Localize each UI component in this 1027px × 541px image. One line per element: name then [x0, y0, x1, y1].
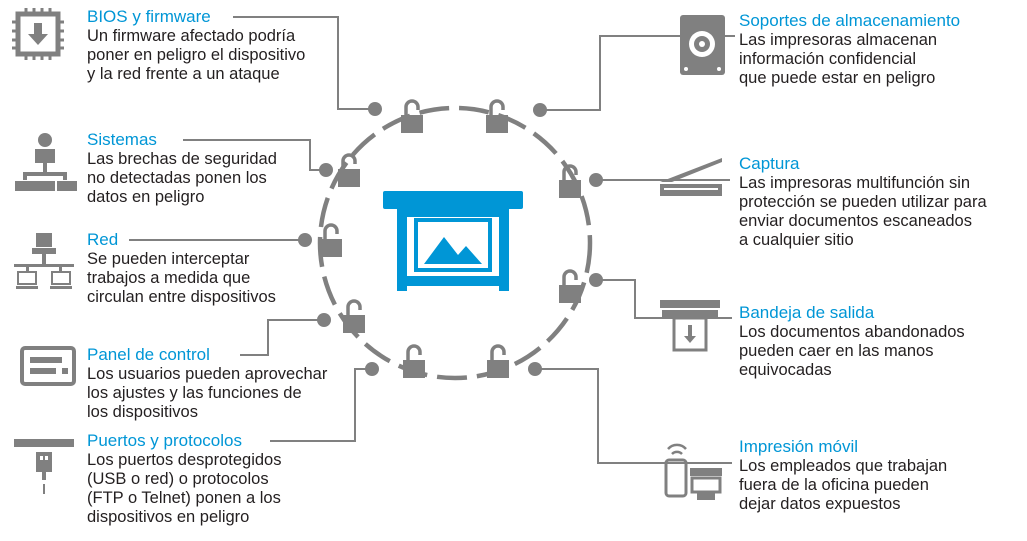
dot-sistemas: [319, 163, 333, 177]
lock-icon: [401, 344, 427, 380]
dot-movil: [528, 362, 542, 376]
item-title: Soportes de almacenamiento: [739, 11, 961, 30]
chip-download-icon: [12, 8, 64, 60]
dot-red: [298, 233, 312, 247]
item-bandeja: Bandeja de salida Los documentos abandon…: [739, 303, 965, 380]
security-ring: [317, 105, 593, 381]
lock-icon: [341, 299, 367, 335]
large-format-printer-icon: [383, 191, 523, 291]
connector-puertos: [270, 368, 372, 442]
item-title: Captura: [739, 154, 800, 173]
lock-icon: [318, 223, 344, 259]
item-title: Panel de control: [87, 345, 210, 364]
item-description: Las impresoras almacenan información con…: [739, 31, 938, 87]
lock-icon: [485, 344, 511, 380]
item-panel: Panel de control Los usuarios pueden apr…: [87, 345, 327, 422]
lock-icon: [399, 99, 425, 135]
item-description: Los puertos desprotegidos (USB o red) o …: [87, 451, 282, 526]
mobile-print-icon: [664, 443, 722, 500]
dot-panel: [317, 313, 331, 327]
connector-sistemas: [183, 139, 326, 171]
item-title: BIOS y firmware: [87, 7, 211, 26]
item-description: Los empleados que trabajan fuera de la o…: [739, 457, 948, 513]
item-captura: Captura Las impresoras multifunción sin …: [739, 154, 987, 250]
item-description: Los usuarios pueden aprovechar los ajust…: [87, 365, 328, 421]
output-tray-icon: [660, 300, 720, 352]
item-description: Las impresoras multifunción sin protecci…: [739, 174, 987, 249]
dot-bios: [368, 102, 382, 116]
item-movil: Impresión móvil Los empleados que trabaj…: [739, 437, 947, 514]
network-icon: [14, 233, 74, 289]
dot-almacenamiento: [533, 103, 547, 117]
scanner-icon: [660, 158, 722, 196]
lock-icon: [484, 99, 510, 135]
dot-bandeja: [589, 273, 603, 287]
connector-movil: [535, 368, 732, 464]
item-title: Red: [87, 230, 119, 249]
connector-dots: [298, 102, 603, 376]
lock-icon: [557, 269, 583, 305]
item-bios: BIOS y firmware Un firmware afectado pod…: [87, 7, 305, 84]
dot-captura: [589, 173, 603, 187]
usb-port-icon: [14, 439, 74, 494]
item-description: Un firmware afectado podría poner en pel…: [87, 27, 306, 83]
item-description: Las brechas de seguridad no detectadas p…: [87, 150, 277, 206]
item-title: Bandeja de salida: [739, 303, 875, 322]
item-description: Se pueden interceptar trabajos a medida …: [87, 250, 276, 306]
dot-puertos: [365, 362, 379, 376]
item-sistemas: Sistemas Las brechas de seguridad no det…: [87, 130, 277, 207]
item-almacenamiento: Soportes de almacenamiento Las impresora…: [739, 11, 960, 88]
org-chart-icon: [15, 133, 77, 191]
item-description: Los documentos abandonados pueden caer e…: [739, 323, 965, 379]
item-red: Red Se pueden interceptar trabajos a med…: [87, 230, 276, 307]
item-title: Impresión móvil: [739, 437, 859, 456]
connector-bios: [233, 16, 375, 110]
control-panel-icon: [20, 346, 76, 386]
hard-drive-icon: [680, 15, 725, 75]
item-title: Puertos y protocolos: [87, 431, 242, 450]
connector-panel: [240, 319, 324, 356]
lock-icon: [336, 153, 362, 189]
connector-almacenamiento: [540, 35, 735, 111]
item-puertos: Puertos y protocolos Los puertos desprot…: [87, 431, 281, 527]
item-title: Sistemas: [87, 130, 157, 149]
